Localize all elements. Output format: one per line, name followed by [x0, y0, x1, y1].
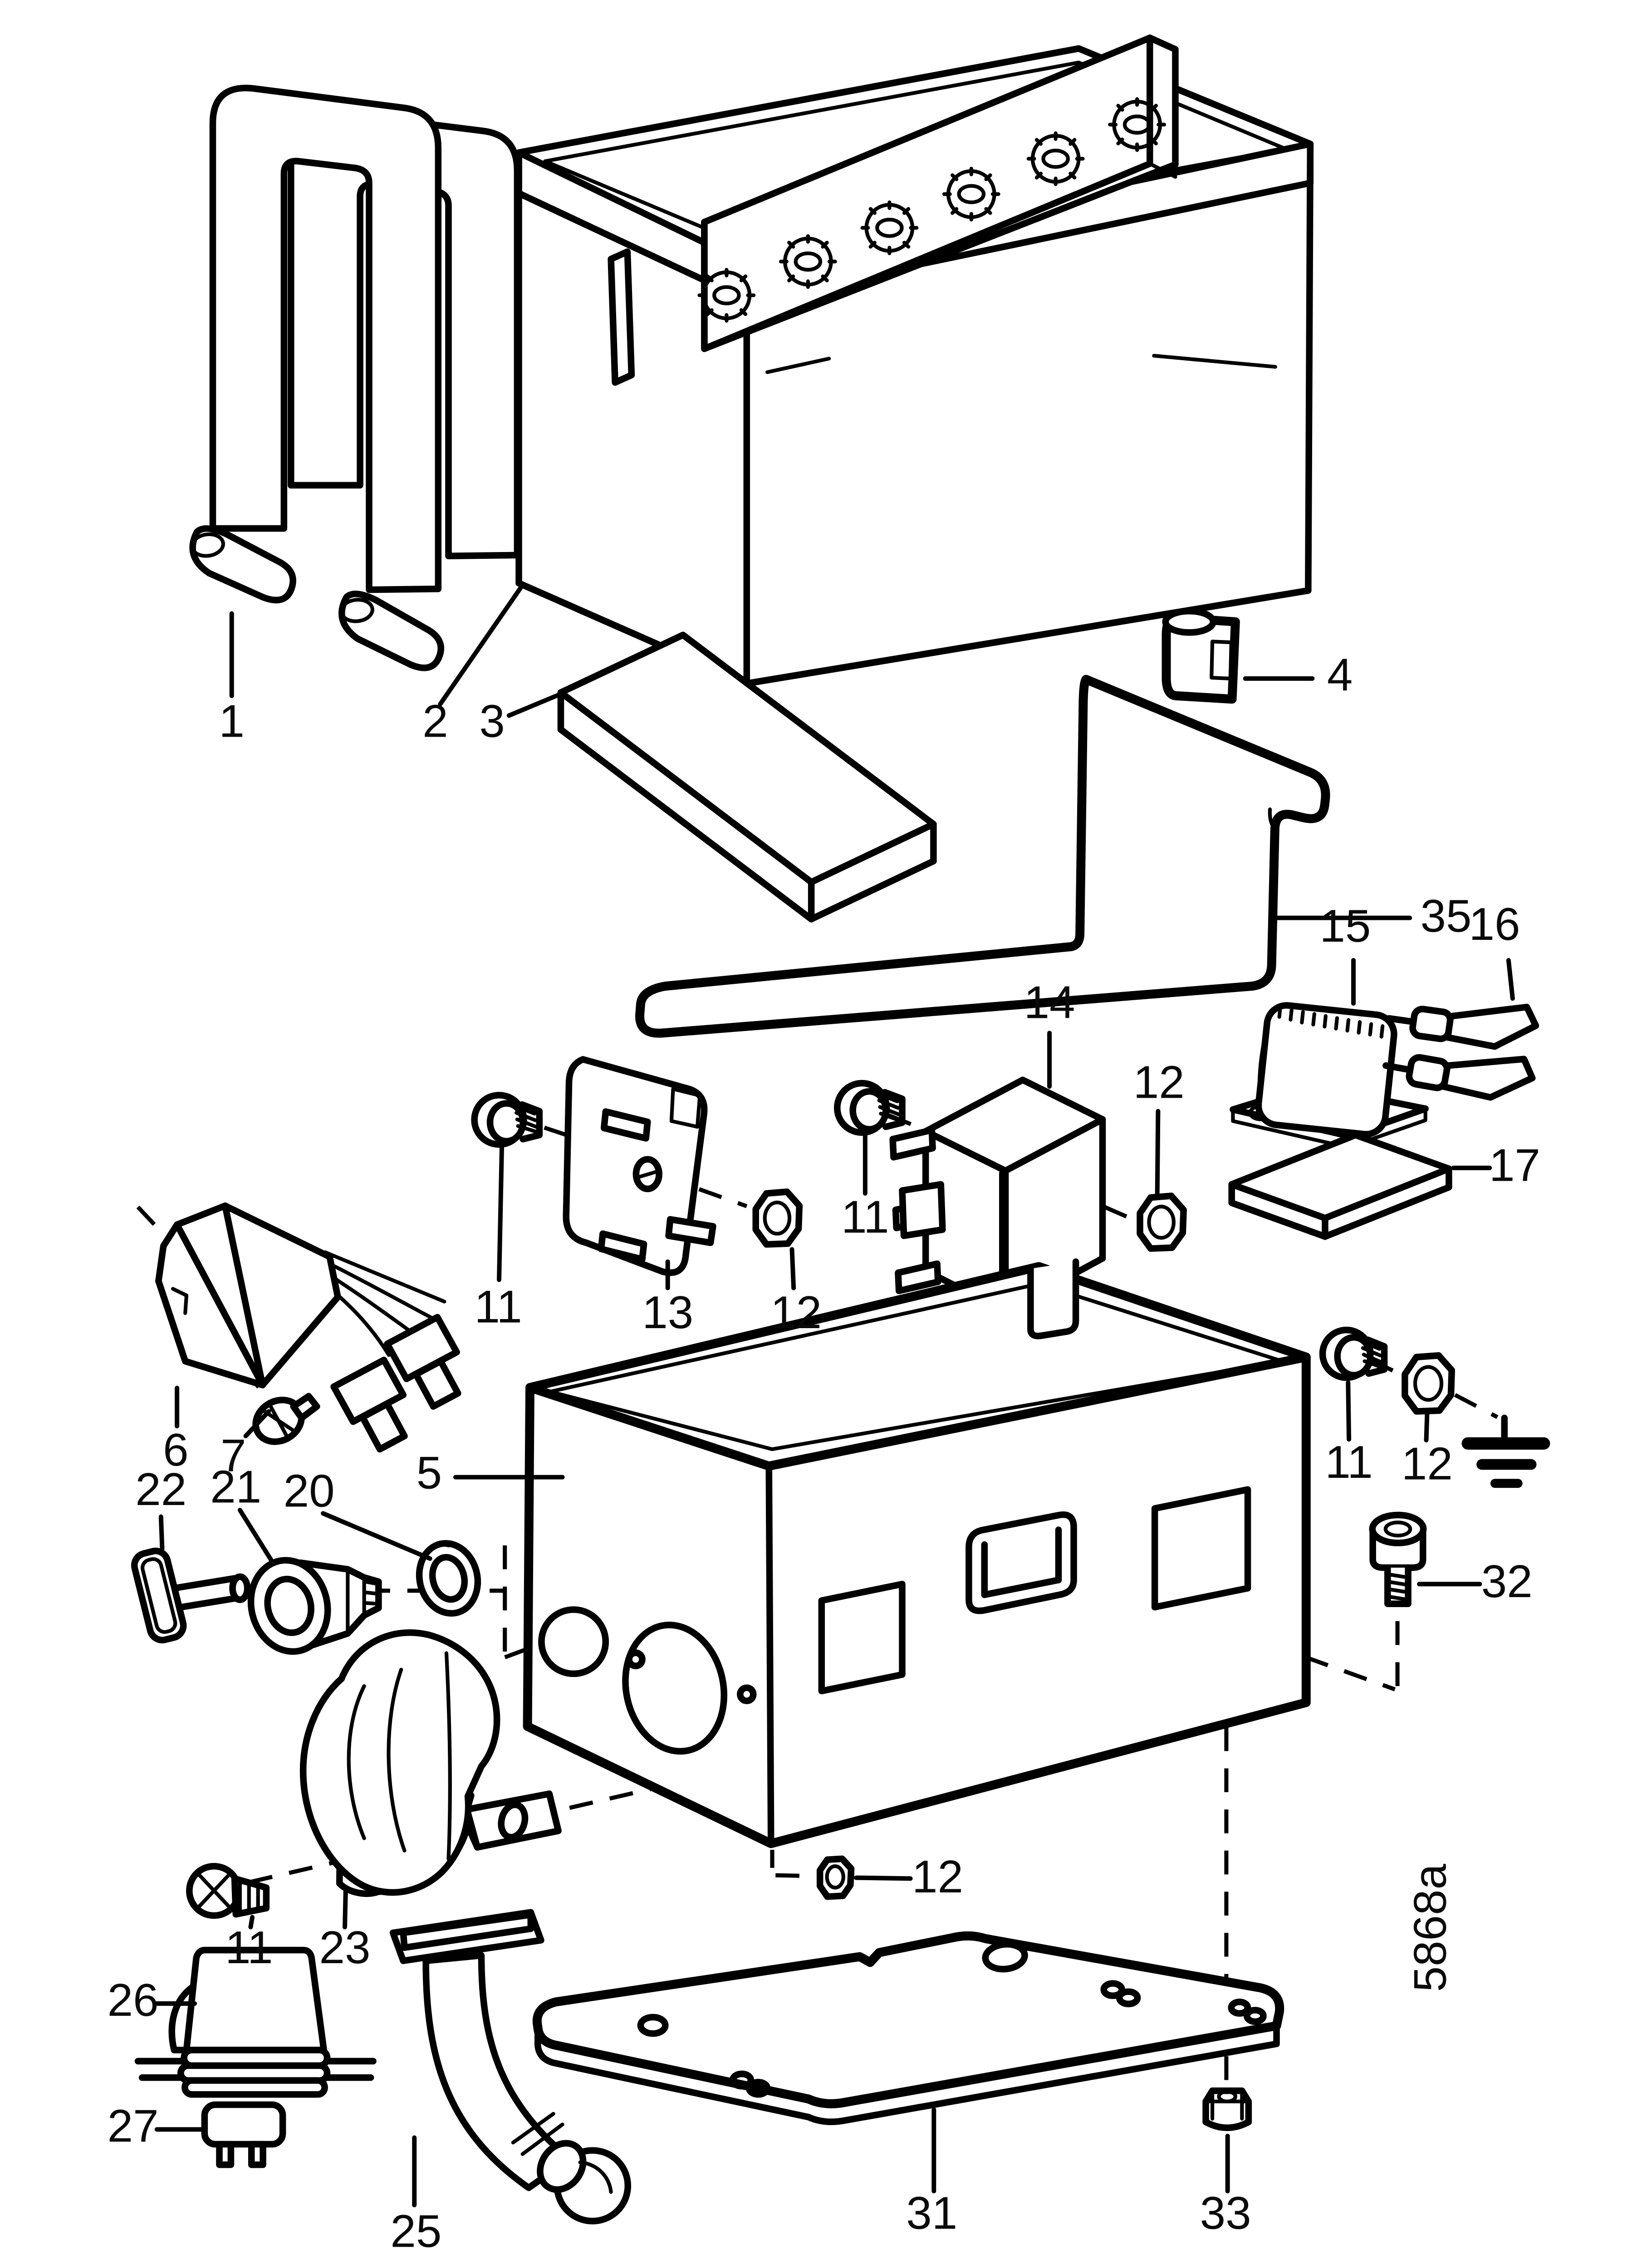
callout-26: 26: [108, 1974, 159, 2026]
callout-15: 15: [1320, 900, 1371, 952]
callout-17: 17: [1489, 1139, 1540, 1191]
callout-11-cover23: 11: [225, 1921, 273, 1973]
callout-14: 14: [1024, 976, 1075, 1028]
part-battery-cable-25: [390, 1909, 632, 2224]
callout-6: 6: [163, 1424, 189, 1476]
part-protective-cap-26: [135, 1946, 377, 2098]
wire-connector: [384, 1314, 462, 1410]
callout-4: 4: [1327, 649, 1353, 701]
strap-hook: [338, 591, 445, 671]
callout-12-ground: 12: [1402, 1438, 1453, 1490]
part-cable-terminals-16: [1382, 1003, 1539, 1101]
part-flange-screw-11d: [1319, 1326, 1388, 1381]
part-cap-nut-33: [1202, 2087, 1252, 2131]
part-hex-nut-12b: [1137, 1193, 1187, 1252]
part-battery: [515, 34, 1314, 1391]
part-lock-washer-20: [416, 1540, 481, 1617]
part-cable-clamp: [1162, 607, 1240, 704]
callout-33: 33: [1200, 2187, 1251, 2239]
callout-16: 16: [1469, 898, 1520, 950]
strap-hook: [189, 525, 297, 604]
part-flange-screw-11b: [834, 1080, 906, 1136]
callout-12-boxnut: 12: [912, 1851, 963, 1902]
part-flange-screw-11a: [471, 1092, 543, 1148]
part-key-22: [131, 1547, 251, 1643]
callout-13: 13: [642, 1286, 694, 1338]
part-lock-cylinder-21: [248, 1557, 382, 1655]
part-battery-box-5: [523, 1258, 1311, 1848]
part-hex-nut-12a: [752, 1188, 803, 1248]
part-screw-7: [252, 1393, 321, 1445]
wire-connector: [330, 1356, 408, 1453]
callout-23: 23: [319, 1921, 371, 1973]
callout-25: 25: [391, 2205, 442, 2257]
leader-lines: [155, 586, 1515, 2208]
part-control-module-6: [155, 1202, 462, 1453]
part-hold-down-bracket: [635, 675, 1330, 1038]
part-mounting-plate-13: [563, 1056, 717, 1276]
callout-31: 31: [907, 2187, 958, 2239]
callout-35: 35: [1421, 890, 1472, 942]
callout-12-relay14: 12: [1133, 1056, 1185, 1108]
part-plug-27: [201, 2101, 286, 2168]
part-hex-nut-12c: [817, 1855, 855, 1900]
callout-1: 1: [219, 695, 245, 747]
callout-21: 21: [211, 1461, 262, 1512]
callout-22: 22: [136, 1463, 187, 1515]
part-cross-screw-11c: [186, 1862, 270, 1919]
callout-20: 20: [284, 1465, 335, 1516]
part-relay-15: [1230, 1002, 1429, 1149]
callout-11-relay14: 11: [842, 1191, 889, 1243]
exploded-parts-diagram: 1234351516141211171113126752221201112321…: [76, 0, 1561, 2268]
callout-3: 3: [480, 695, 505, 747]
callout-2: 2: [423, 695, 448, 747]
callout-27: 27: [108, 2100, 159, 2151]
part-base-plate-31: [533, 1931, 1284, 2125]
part-lifting-straps: [189, 84, 521, 671]
part-battery-pad: [558, 631, 937, 923]
callout-32: 32: [1481, 1555, 1533, 1607]
part-insulating-pad-17: [1228, 1132, 1453, 1240]
callout-5: 5: [417, 1447, 442, 1499]
ground-symbol: [1461, 1414, 1550, 1488]
callout-7: 7: [221, 1430, 246, 1481]
callout-11-ground: 11: [1325, 1436, 1373, 1488]
callout-drawing-code: 5868a: [1404, 1864, 1456, 1992]
part-hex-nut-12d: [1402, 1352, 1456, 1415]
part-terminal-cover-23: [300, 1629, 562, 1897]
callout-11-bracket13: 11: [475, 1281, 522, 1332]
part-socket-screw-32: [1369, 1511, 1427, 1608]
callout-12-bracket13: 12: [771, 1286, 822, 1338]
